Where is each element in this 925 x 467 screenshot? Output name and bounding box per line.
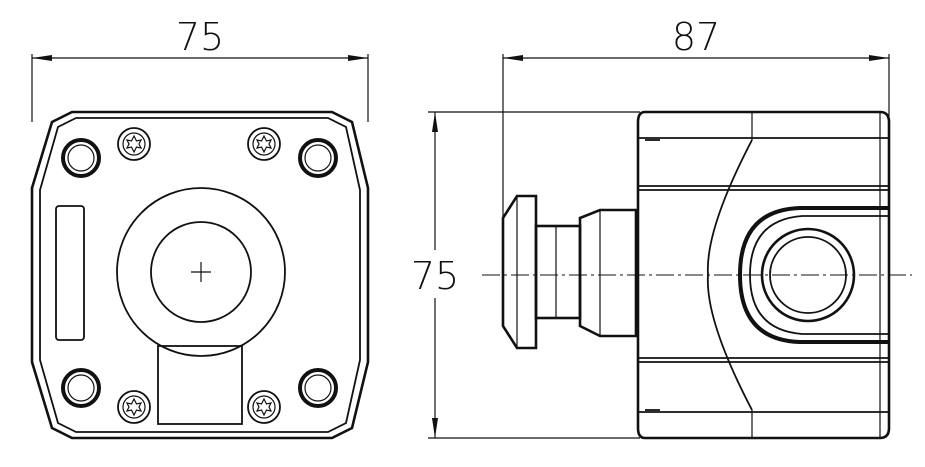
side-height-dimension: 75 <box>404 111 640 439</box>
side-housing <box>636 110 891 440</box>
screw-top-right-icon <box>247 127 281 161</box>
front-width-label: 75 <box>176 15 224 59</box>
screw-top-left-icon <box>117 127 151 161</box>
cable-entry <box>157 345 243 425</box>
mounting-hole-top-left <box>61 138 101 178</box>
side-height-label: 75 <box>411 254 459 298</box>
mushroom-head <box>501 194 638 350</box>
mounting-hole-bottom-left <box>61 368 101 408</box>
label-slot <box>55 205 85 341</box>
front-width-dimension: 75 <box>31 15 369 122</box>
front-housing <box>30 110 370 440</box>
side-depth-label: 87 <box>672 15 720 59</box>
side-depth-dimension: 87 <box>502 15 890 222</box>
mounting-hole-bottom-right <box>298 368 338 408</box>
screw-bottom-left-icon <box>117 390 151 424</box>
side-view: 87 75 <box>404 15 912 440</box>
front-button <box>116 187 286 357</box>
front-view: 75 <box>30 15 370 440</box>
mounting-hole-top-right <box>298 138 338 178</box>
screw-bottom-right-icon <box>247 390 281 424</box>
